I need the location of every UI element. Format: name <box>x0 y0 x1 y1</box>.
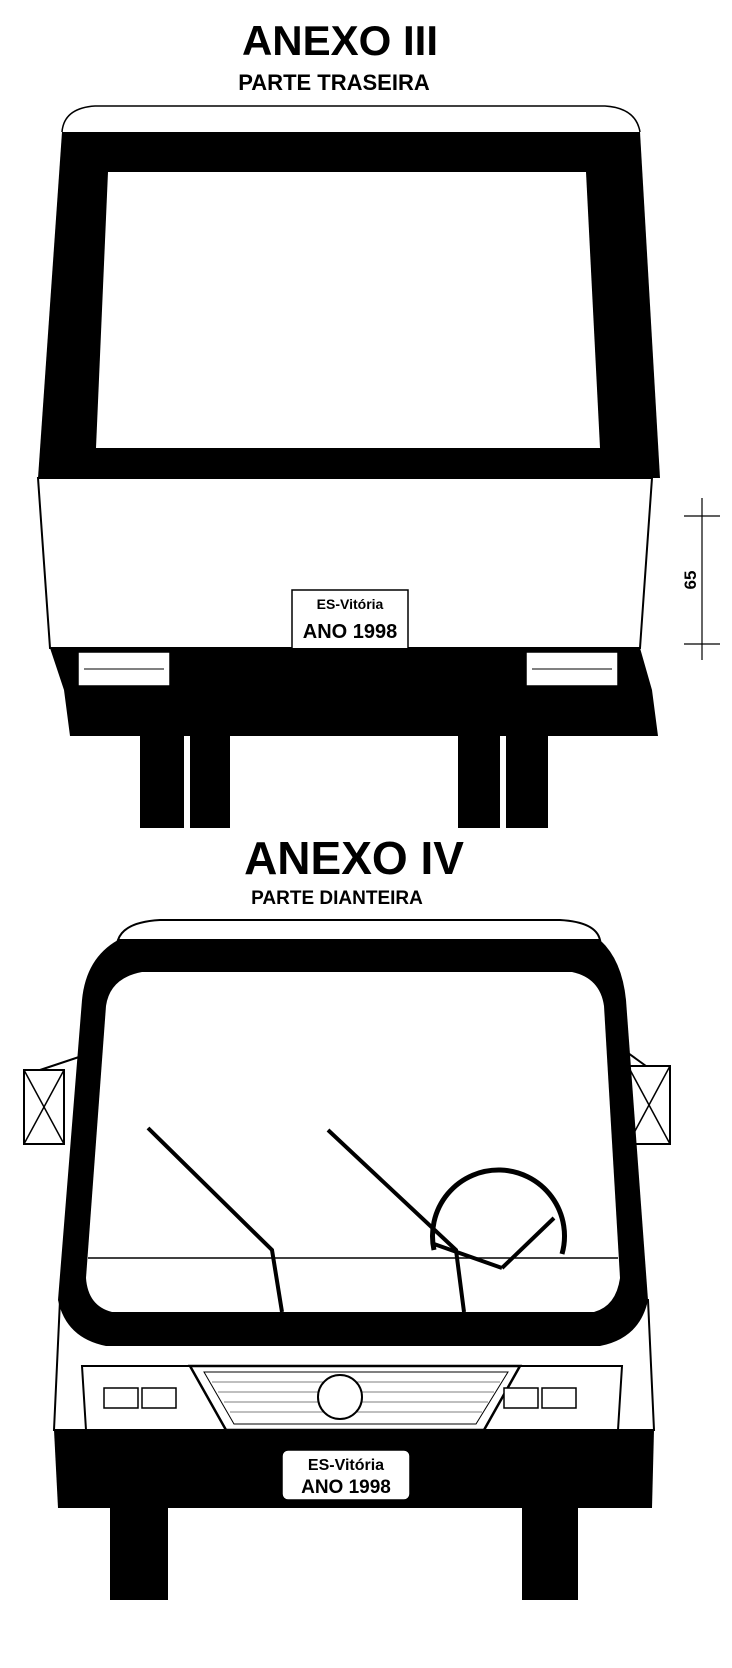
rear-bumper <box>50 648 658 736</box>
front-plate-line-2: ANO 1998 <box>301 1477 391 1498</box>
annex-4-front-view: ANEXO IV PARTE DIANTEIRA <box>23 832 671 1600</box>
annex-4-title: ANEXO IV <box>244 832 464 884</box>
front-wheel <box>522 1508 578 1600</box>
left-mirror <box>23 1055 83 1145</box>
dimension-label: 65 <box>681 571 700 590</box>
annex-3-subtitle: PARTE TRASEIRA <box>238 70 430 95</box>
rear-window <box>96 172 600 448</box>
front-wheel <box>110 1508 168 1600</box>
right-headlights <box>503 1387 577 1409</box>
left-headlights <box>103 1387 177 1409</box>
rear-wheel <box>506 736 548 828</box>
front-roof <box>116 919 602 941</box>
rear-plate-line-2: ANO 1998 <box>303 621 398 643</box>
front-plate-line-1: ES-Vitória <box>308 1457 384 1474</box>
rear-wheel <box>458 736 500 828</box>
windshield <box>86 972 620 1312</box>
height-dimension: 65 <box>681 498 720 660</box>
rear-plate-line-1: ES-Vitória <box>317 596 384 612</box>
rear-license-plate <box>291 589 409 653</box>
annex-4-subtitle: PARTE DIANTEIRA <box>251 888 423 909</box>
front-license-plate <box>281 1449 411 1501</box>
steering-wheel <box>430 1167 567 1270</box>
rear-wheel <box>140 736 184 828</box>
annex-3-title: ANEXO III <box>242 17 438 64</box>
front-emblem <box>317 1374 363 1420</box>
rear-wheel <box>190 736 230 828</box>
annex-3-rear-view: ANEXO III PARTE TRASEIRA ES-Vitória ANO … <box>36 17 720 828</box>
rear-roof-outline <box>61 105 641 133</box>
